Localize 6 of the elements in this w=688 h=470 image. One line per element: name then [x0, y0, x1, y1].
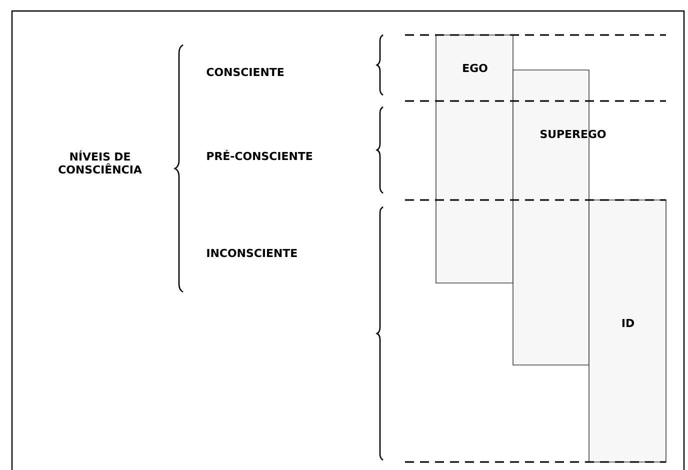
- level-label: PRÉ-CONSCIENTE: [207, 150, 312, 160]
- level-label: CONSCIENTE: [206, 68, 284, 76]
- level-label: NÍVEIS DE CONSCIÊNCIA: [58, 150, 142, 174]
- structure-box: ID: [588, 200, 666, 462]
- level-label: INCONSCIENTE: [207, 248, 297, 258]
- structure-box: EGO: [436, 34, 514, 284]
